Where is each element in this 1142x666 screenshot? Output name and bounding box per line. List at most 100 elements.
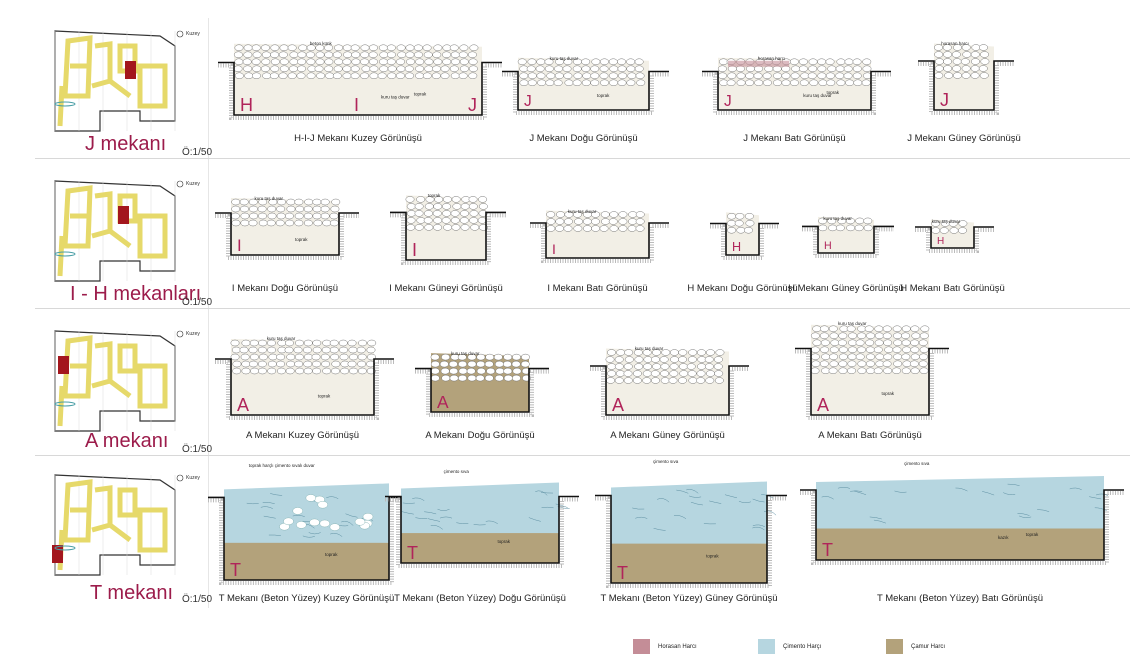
material-label: kuru taş duvar [838,321,867,326]
highlighted-room [52,545,63,563]
material-label: kuru taş duvar [381,95,410,100]
room-letter: A [817,395,829,415]
room-letter: T [230,560,241,580]
legend-swatch [886,639,903,654]
drawing-caption: T Mekanı (Beton Yüzey) Kuzey Görünüşü [218,593,395,604]
north-arrow-icon [176,474,184,482]
material-label: çimento sıva [444,469,470,474]
material-label: toprak [414,92,427,97]
room-letter: J [468,95,477,115]
material-label: toprak [428,193,441,198]
row-divider [35,158,1130,159]
material-label: toprak [1026,532,1039,537]
drawing-caption: A Mekanı Güney Görünüşü [610,430,725,441]
legend-horasan: Horasan Harcı [633,639,697,654]
legend-label: Çimento Harçı [783,643,822,650]
room-letter: H [937,236,944,247]
material-label: toprak [497,539,510,544]
site-plan [54,30,184,132]
material-label: beton künk [310,41,333,46]
drawing-caption: H-I-J Mekanı Kuzey Görünüşü [294,133,422,144]
room-letter: I [552,241,556,257]
room-letter: A [437,392,449,412]
room-letter: T [617,563,628,583]
legend-cimento: Çimento Harçı [758,639,821,654]
material-label: çimento sıva [904,461,930,466]
material-label: çimento sıva [653,459,679,464]
row-divider [35,308,1130,309]
scale-label: Ö:1/50 [182,147,213,158]
north-arrow-icon [176,330,184,338]
north-label: Kuzey [186,31,200,37]
room-title: J mekanı [85,133,167,155]
drawing-caption: T Mekanı (Beton Yüzey) Batı Görünüşü [877,593,1043,604]
section-elevation-drawing: H [710,212,779,260]
room-title: T mekanı [90,582,173,604]
material-label: kazık [998,535,1009,540]
highlighted-room [118,206,129,224]
room-letter: A [612,395,624,415]
drawing-caption: J Mekanı Batı Görünüşü [743,133,846,144]
material-label: toprak [325,552,338,557]
scale-label: Ö:1/50 [182,444,213,455]
room-letter: I [412,240,417,260]
legend-label: Çamur Harcı [911,643,946,650]
site-plan [54,330,184,432]
room-letter: J [724,93,732,110]
material-label: kuru taş duvar [568,209,597,214]
scale-label: Ö:1/50 [182,297,213,308]
material-label: toprak [295,237,308,242]
material-label: toprak harçlı çimento sıvalı duvar [249,463,316,468]
room-letter: I [237,236,242,255]
drawing-caption: H Mekanı Batı Görünüşü [900,283,1005,294]
drawing-caption: T Mekanı (Beton Yüzey) Doğu Görünüşü [394,593,566,604]
drawing-caption: A Mekanı Batı Görünüşü [818,430,922,441]
north-label: Kuzey [186,331,200,337]
drawing-caption: A Mekanı Kuzey Görünüşü [245,430,360,441]
material-label: kuru taş duvar [932,219,961,224]
drawing-caption: T Mekanı (Beton Yüzey) Güney Görünüşü [600,593,778,604]
room-letter: H [732,240,741,254]
material-label: toprak [881,391,894,396]
drawing-caption: J Mekanı Doğu Görünüşü [529,133,638,144]
drawing-caption: I Mekanı Doğu Görünüşü [231,283,339,294]
drawing-caption: H Mekanı Güney Görünüşü [788,283,904,294]
room-letter: I [354,95,359,115]
room-title: A mekanı [85,430,169,452]
drawing-caption: H Mekanı Doğu Görünüşü [687,283,798,294]
scale-label: Ö:1/50 [182,594,213,605]
material-label: toprak [706,554,719,559]
material-label: kuru taş duvar [803,93,832,98]
material-label: toprak [826,90,839,95]
room-letter: H [240,95,253,115]
site-plan [52,474,184,576]
north-arrow-icon [176,180,184,188]
legend-swatch [633,639,650,654]
room-letter: T [822,540,833,560]
north-arrow-icon [176,30,184,38]
material-label: kuru taş duvar [823,216,852,221]
material-label: kuru taş duvar [255,196,284,201]
material-label: toprak [597,93,610,98]
material-label: kuru taş duvar [451,351,480,356]
room-letter: J [524,93,532,110]
room-letter: H [824,240,832,252]
column-divider [208,18,209,608]
row-divider [35,455,1130,456]
legend-camur: Çamur Harcı [886,639,945,654]
legend-swatch [758,639,775,654]
